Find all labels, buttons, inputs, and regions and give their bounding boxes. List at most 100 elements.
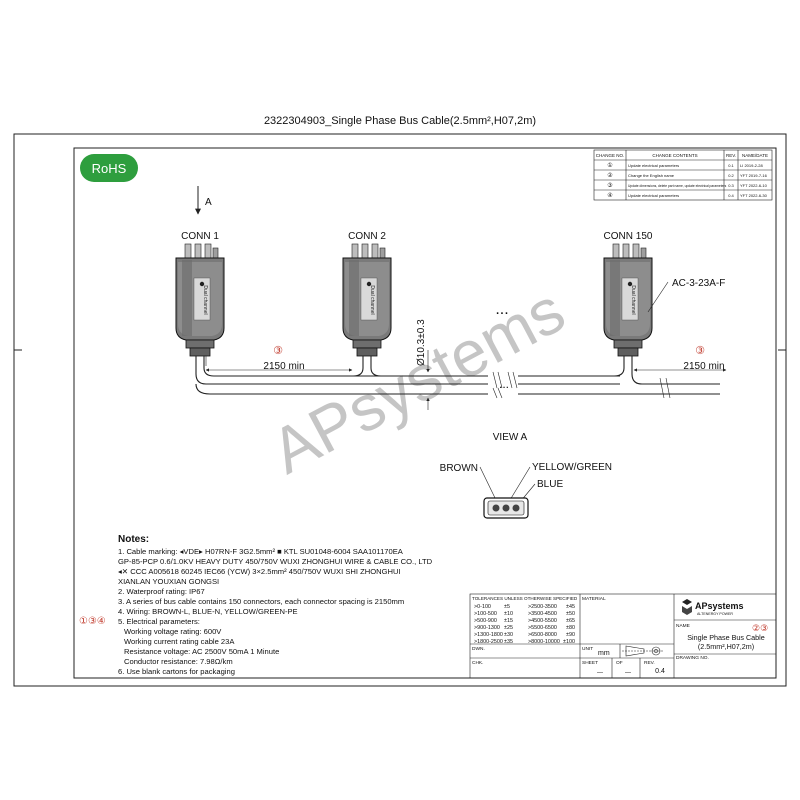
svg-text:>2500-3500: >2500-3500 [528, 604, 557, 610]
bus-cable [195, 356, 720, 399]
connector-150 [603, 243, 653, 357]
svg-text:③: ③ [695, 345, 705, 357]
svg-text:±30: ±30 [504, 632, 513, 638]
svg-text:Working voltage rating: 600V: Working voltage rating: 600V [124, 627, 222, 636]
svg-text:±45: ±45 [566, 604, 575, 610]
svg-text:③: ③ [607, 182, 612, 189]
svg-text:YELLOW/GREEN: YELLOW/GREEN [532, 462, 612, 473]
svg-text:Update electrical parameters: Update electrical parameters [628, 163, 679, 168]
svg-text:Notes:: Notes: [118, 534, 149, 545]
outer-frame [13, 133, 787, 687]
svg-text:>1800-2500: >1800-2500 [474, 639, 503, 645]
svg-text:Change the English name: Change the English name [628, 173, 675, 178]
rohs-badge: RoHS [80, 154, 138, 182]
conn-2-label: CONN 2 [348, 231, 386, 242]
connector-2 [342, 243, 392, 357]
svg-text:0.1: 0.1 [728, 163, 734, 168]
ellipsis-upper: ... [495, 301, 508, 318]
svg-text:MATERIAL: MATERIAL [582, 596, 606, 602]
svg-text:SHEET: SHEET [582, 660, 598, 666]
part-name: Single Phase Bus Cable [687, 633, 765, 642]
svg-text:Resistance voltage: AC 2500V 5: Resistance voltage: AC 2500V 50mA 1 Minu… [124, 647, 279, 656]
svg-text:2150 min: 2150 min [683, 361, 724, 372]
svg-text:±90: ±90 [566, 632, 575, 638]
svg-text:Update electrical parameters: Update electrical parameters [628, 193, 679, 198]
svg-text:Update dimensions, delete part: Update dimensions, delete part name, upd… [628, 184, 727, 188]
svg-text:CHANGE CONTENTS: CHANGE CONTENTS [652, 153, 697, 158]
svg-text:>1300-1800: >1300-1800 [474, 632, 503, 638]
svg-text:OF: OF [616, 660, 623, 666]
svg-text:LI 2019-2-28: LI 2019-2-28 [740, 163, 763, 168]
svg-text:±15: ±15 [504, 618, 513, 624]
svg-text:4. Wiring: BROWN-L, BLUE-N, YE: 4. Wiring: BROWN-L, BLUE-N, YELLOW/GREEN… [118, 607, 298, 616]
inner-frame [73, 147, 777, 679]
svg-text:5. Electrical parameters:: 5. Electrical parameters: [118, 617, 200, 626]
svg-text:TOLERANCES UNLESS OTHERWISE SP: TOLERANCES UNLESS OTHERWISE SPECIFIED [472, 596, 578, 601]
svg-text:A: A [205, 197, 212, 208]
svg-text:3. A series of bus cable conta: 3. A series of bus cable contains 150 co… [118, 597, 404, 606]
ellipsis-lower: ... [499, 377, 509, 391]
svg-text:YFT 2022-6-10: YFT 2022-6-10 [740, 183, 768, 188]
svg-text:RoHS: RoHS [92, 161, 127, 176]
svg-text:>4500-5500: >4500-5500 [528, 618, 557, 624]
view-a-detail: VIEW A BROWN YELLOW/GREEN BLUE [440, 432, 612, 519]
watermark: APsystems [259, 274, 575, 488]
length-dimension-1: ③ 2150 min [205, 345, 353, 372]
svg-text:CHK.: CHK. [472, 660, 483, 666]
projection-symbol [622, 645, 664, 657]
svg-text:YFT 2019-7-16: YFT 2019-7-16 [740, 173, 768, 178]
svg-text:>100-500: >100-500 [474, 611, 497, 617]
svg-text:6. Use blank cartons for packa: 6. Use blank cartons for packaging [118, 667, 235, 676]
svg-text:>5500-6500: >5500-6500 [528, 625, 557, 631]
svg-text:1. Cable marking: ◂VDE▸ H07RN-: 1. Cable marking: ◂VDE▸ H07RN-F 3G2.5mm²… [118, 547, 404, 556]
svg-text:VIEW A: VIEW A [493, 432, 528, 443]
svg-text:④: ④ [607, 192, 612, 199]
svg-text:mm: mm [598, 650, 610, 657]
svg-text:—: — [625, 670, 631, 676]
svg-text:0.3: 0.3 [728, 183, 734, 188]
svg-text:±80: ±80 [566, 625, 575, 631]
svg-text:±100: ±100 [563, 639, 575, 645]
svg-text:XIANLAN YOUXIAN GONGSI: XIANLAN YOUXIAN GONGSI [118, 577, 219, 586]
diameter-dimension: Ø10.3±0.3 [416, 319, 430, 410]
svg-text:DRAWING NO.: DRAWING NO. [676, 655, 709, 661]
svg-text:NAME/DATE: NAME/DATE [742, 153, 768, 158]
svg-text:②: ② [607, 172, 613, 179]
notes-block: Notes: 1. Cable marking: ◂VDE▸ H07RN-F 3… [79, 534, 433, 676]
part-spec: (2.5mm²,H07,2m) [698, 642, 754, 651]
svg-text:DWN.: DWN. [472, 646, 485, 652]
svg-text:YFT 2022-6-30: YFT 2022-6-30 [740, 193, 768, 198]
svg-text:0.4: 0.4 [728, 193, 734, 198]
svg-text:>6500-8000: >6500-8000 [528, 632, 557, 638]
svg-text:2150 min: 2150 min [263, 361, 304, 372]
svg-text:ALTENERGY POWER: ALTENERGY POWER [697, 612, 733, 616]
svg-text:>3500-4500: >3500-4500 [528, 611, 557, 617]
svg-text:◂✕ CCC A005618 60245 IEC66 (YC: ◂✕ CCC A005618 60245 IEC66 (YCW) 3×2.5mm… [118, 567, 401, 576]
svg-text:Conductor resistance: 7.98Ω/km: Conductor resistance: 7.98Ω/km [124, 657, 233, 666]
svg-text:Ø10.3±0.3: Ø10.3±0.3 [416, 319, 427, 366]
length-dimension-2: ③ 2150 min [633, 345, 727, 372]
svg-text:—: — [597, 670, 603, 676]
svg-text:±5: ±5 [504, 604, 510, 610]
svg-text:±10: ±10 [504, 611, 513, 617]
revision-value: 0.4 [655, 668, 665, 675]
svg-text:Working current rating cable 2: Working current rating cable 23A [124, 637, 235, 646]
title-block: TOLERANCES UNLESS OTHERWISE SPECIFIED MA… [469, 593, 777, 679]
name-change-marks: ②③ [752, 623, 768, 633]
svg-text:±50: ±50 [566, 611, 575, 617]
svg-text:>900-1300: >900-1300 [474, 625, 500, 631]
drawing-title: 2322304903_Single Phase Bus Cable(2.5mm²… [264, 115, 536, 127]
svg-text:±35: ±35 [504, 639, 513, 645]
conn-150-label: CONN 150 [604, 231, 653, 242]
svg-text:REV.: REV. [644, 660, 655, 666]
conn-1-label: CONN 1 [181, 231, 219, 242]
svg-text:>8000-10000: >8000-10000 [528, 639, 560, 645]
connector-1 [175, 243, 225, 357]
svg-text:CHANGE NO.: CHANGE NO. [596, 153, 625, 158]
svg-text:③: ③ [273, 345, 283, 357]
svg-text:±25: ±25 [504, 625, 513, 631]
svg-text:±65: ±65 [566, 618, 575, 624]
revision-table: CHANGE NO. CHANGE CONTENTS REV. NAME/DAT… [593, 149, 773, 201]
svg-text:AC-3-23A-F: AC-3-23A-F [672, 278, 725, 289]
